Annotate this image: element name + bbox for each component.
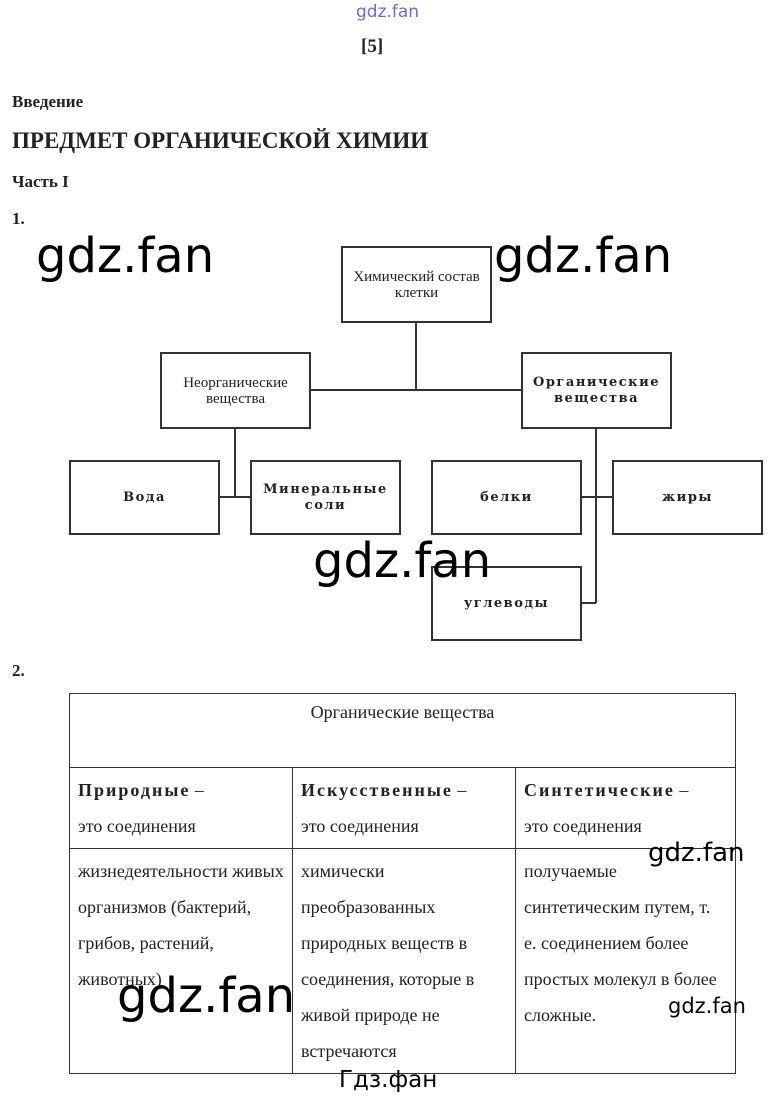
diagram-proteins: белки [431, 460, 582, 535]
watermark-top: gdz.fan [356, 2, 420, 22]
diagram-inorganic: Неорганические вещества [160, 352, 311, 429]
diagram-salts: Минеральные соли [250, 460, 401, 535]
col-sub: это соединения [524, 816, 642, 836]
page-title: ПРЕДМЕТ ОРГАНИЧЕСКОЙ ХИМИИ [12, 128, 429, 153]
col-body: получаемые синтетическим путем, т. е. со… [515, 848, 736, 1074]
table-header: Органические вещества [69, 693, 736, 768]
col-title: Природные [78, 780, 191, 800]
footer-watermark: Гдз.фан [339, 1067, 438, 1093]
watermark: gdz.fan [494, 228, 673, 284]
diagram-organic: Органические вещества [521, 352, 672, 429]
col-body: химически преобразованных природных веще… [292, 848, 516, 1074]
diagram-fats: жиры [612, 460, 763, 535]
page-number: [5] [361, 36, 384, 57]
section-heading: Введение [12, 92, 84, 111]
organic-substances-table: Органические вещества Природные – это сое… [69, 693, 736, 1074]
task-2-number: 2. [12, 661, 25, 680]
watermark: gdz.fan [36, 228, 215, 284]
diagram-water: Вода [69, 460, 220, 535]
diagram-carbs: углеводы [431, 566, 582, 641]
col-body: жизнедеятельности живых организмов (бакт… [69, 848, 293, 1074]
dash: – [674, 780, 689, 800]
part-heading: Часть I [12, 172, 69, 191]
dash: – [190, 780, 204, 800]
col-sub: это соединения [78, 816, 196, 836]
col-title: Искусственные [301, 780, 453, 800]
task-1-number: 1. [12, 209, 25, 228]
dash: – [452, 780, 467, 800]
col-title: Синтетические [524, 780, 675, 800]
watermark: gdz.fan [313, 533, 492, 589]
col-sub: это соединения [301, 816, 419, 836]
watermark: gdz.fan [668, 994, 746, 1018]
watermark: gdz.fan [117, 968, 296, 1024]
watermark: gdz.fan [648, 838, 745, 868]
diagram-connectors [219, 322, 612, 604]
diagram-root: Химический состав клетки [341, 246, 492, 323]
